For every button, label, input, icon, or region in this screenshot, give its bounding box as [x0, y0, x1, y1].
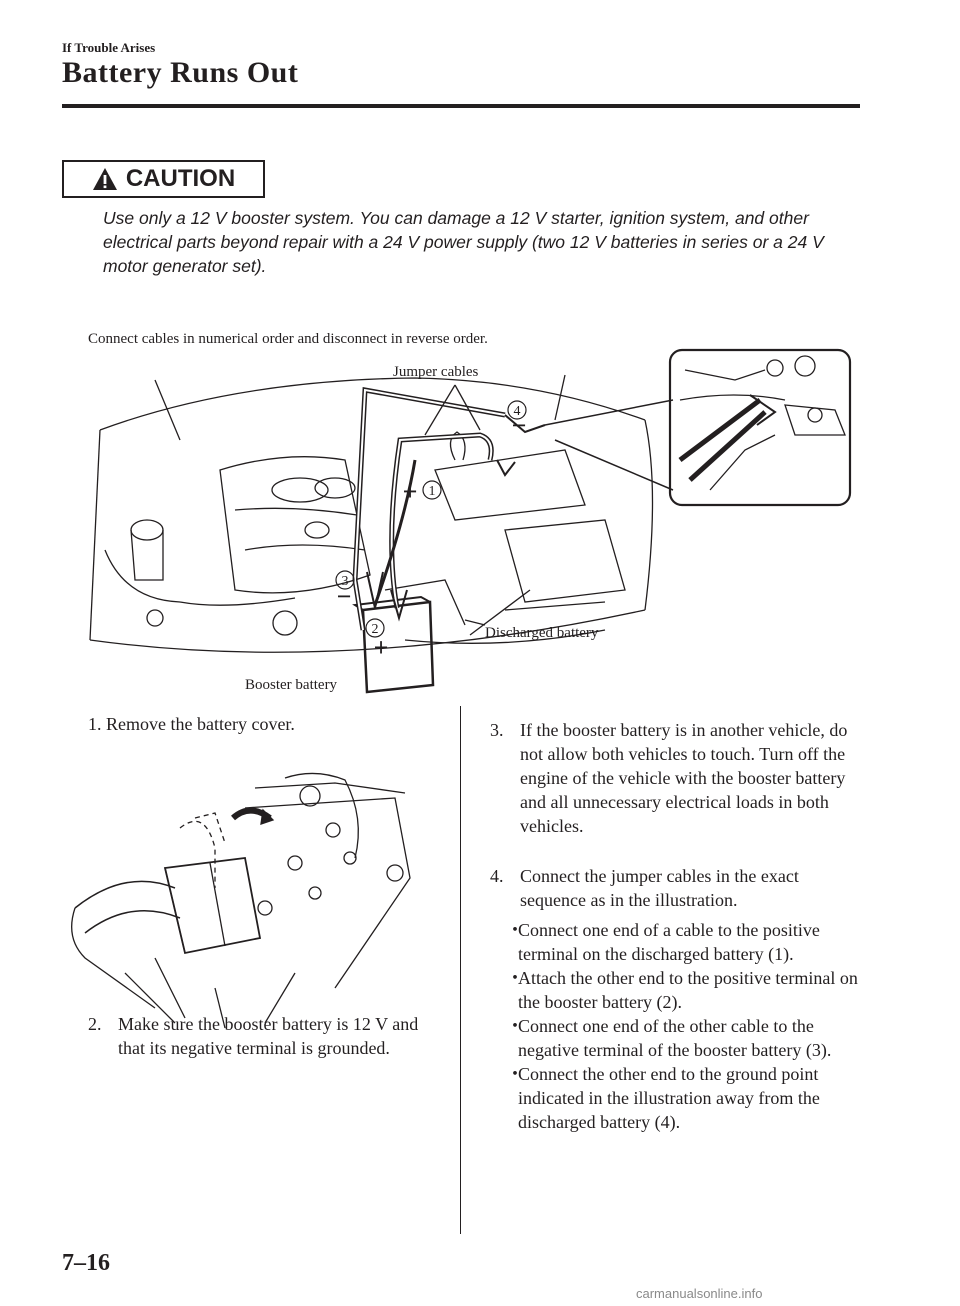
bullet-dot: ・ — [506, 968, 524, 988]
jump-start-illustration: 1 2 3 4 + + − − Jumper cables Discharged… — [89, 348, 852, 694]
bullet-item: ・Connect one end of a cable to the posit… — [506, 920, 820, 964]
watermark: carmanualsonline.info — [636, 1286, 763, 1301]
plus-sign-2: + — [374, 633, 389, 662]
page-title: Battery Runs Out — [62, 56, 299, 89]
marker-3: 3 — [342, 574, 349, 589]
step-1-number: 1. — [88, 714, 102, 734]
bullet-dot: ・ — [506, 920, 524, 940]
step-4: 4. Connect the jumper cables in the exac… — [490, 864, 865, 912]
bullet-item: ・Connect the other end to the ground poi… — [506, 1064, 820, 1132]
figure-caption: Connect cables in numerical order and di… — [88, 331, 488, 347]
jumper-cables-label: Jumper cables — [393, 364, 479, 380]
column-divider — [460, 706, 461, 1234]
booster-battery-label: Booster battery — [245, 677, 338, 693]
bullet-dot: ・ — [506, 1064, 524, 1084]
caution-text: Use only a 12 V booster system. You can … — [103, 208, 824, 276]
caution-label: CAUTION — [125, 165, 236, 192]
step-4-text: Connect the jumper cables in the exact s… — [520, 866, 799, 910]
step-4-number: 4. — [490, 866, 504, 886]
section-heading: If Trouble Arises — [62, 40, 156, 55]
page-number: 7–16 — [62, 1250, 110, 1276]
step-1-text: Remove the battery cover. — [106, 714, 295, 734]
connection-bullets: ・Connect one end of a cable to the posit… — [490, 918, 870, 1134]
bullet-item: ・Connect one end of the other cable to t… — [506, 1016, 832, 1060]
discharged-battery-label: Discharged battery — [485, 625, 599, 641]
step-2-text: Make sure the booster battery is 12 V an… — [118, 1014, 419, 1058]
marker-2: 2 — [372, 622, 379, 637]
minus-sign-3: − — [337, 582, 352, 611]
plus-sign-1: + — [403, 477, 418, 506]
title-rule — [62, 104, 860, 108]
step-3-text: If the booster battery is in another veh… — [520, 720, 848, 836]
bullet-item: ・Attach the other end to the positive te… — [506, 968, 858, 1012]
minus-sign-4: − — [512, 411, 527, 440]
marker-1: 1 — [429, 484, 436, 499]
step-2-number: 2. — [88, 1014, 102, 1034]
bullet-dot: ・ — [506, 1016, 524, 1036]
step-1: 1. Remove the battery cover. — [88, 714, 295, 735]
warning-icon — [92, 168, 117, 190]
step-3: 3. If the booster battery is in another … — [490, 718, 865, 838]
step-3-number: 3. — [490, 720, 504, 740]
battery-cover-illustration — [71, 772, 411, 1029]
marker-4: 4 — [514, 404, 521, 419]
caution-box: CAUTION — [62, 160, 265, 198]
step-2: 2. Make sure the booster battery is 12 V… — [88, 1012, 428, 1060]
